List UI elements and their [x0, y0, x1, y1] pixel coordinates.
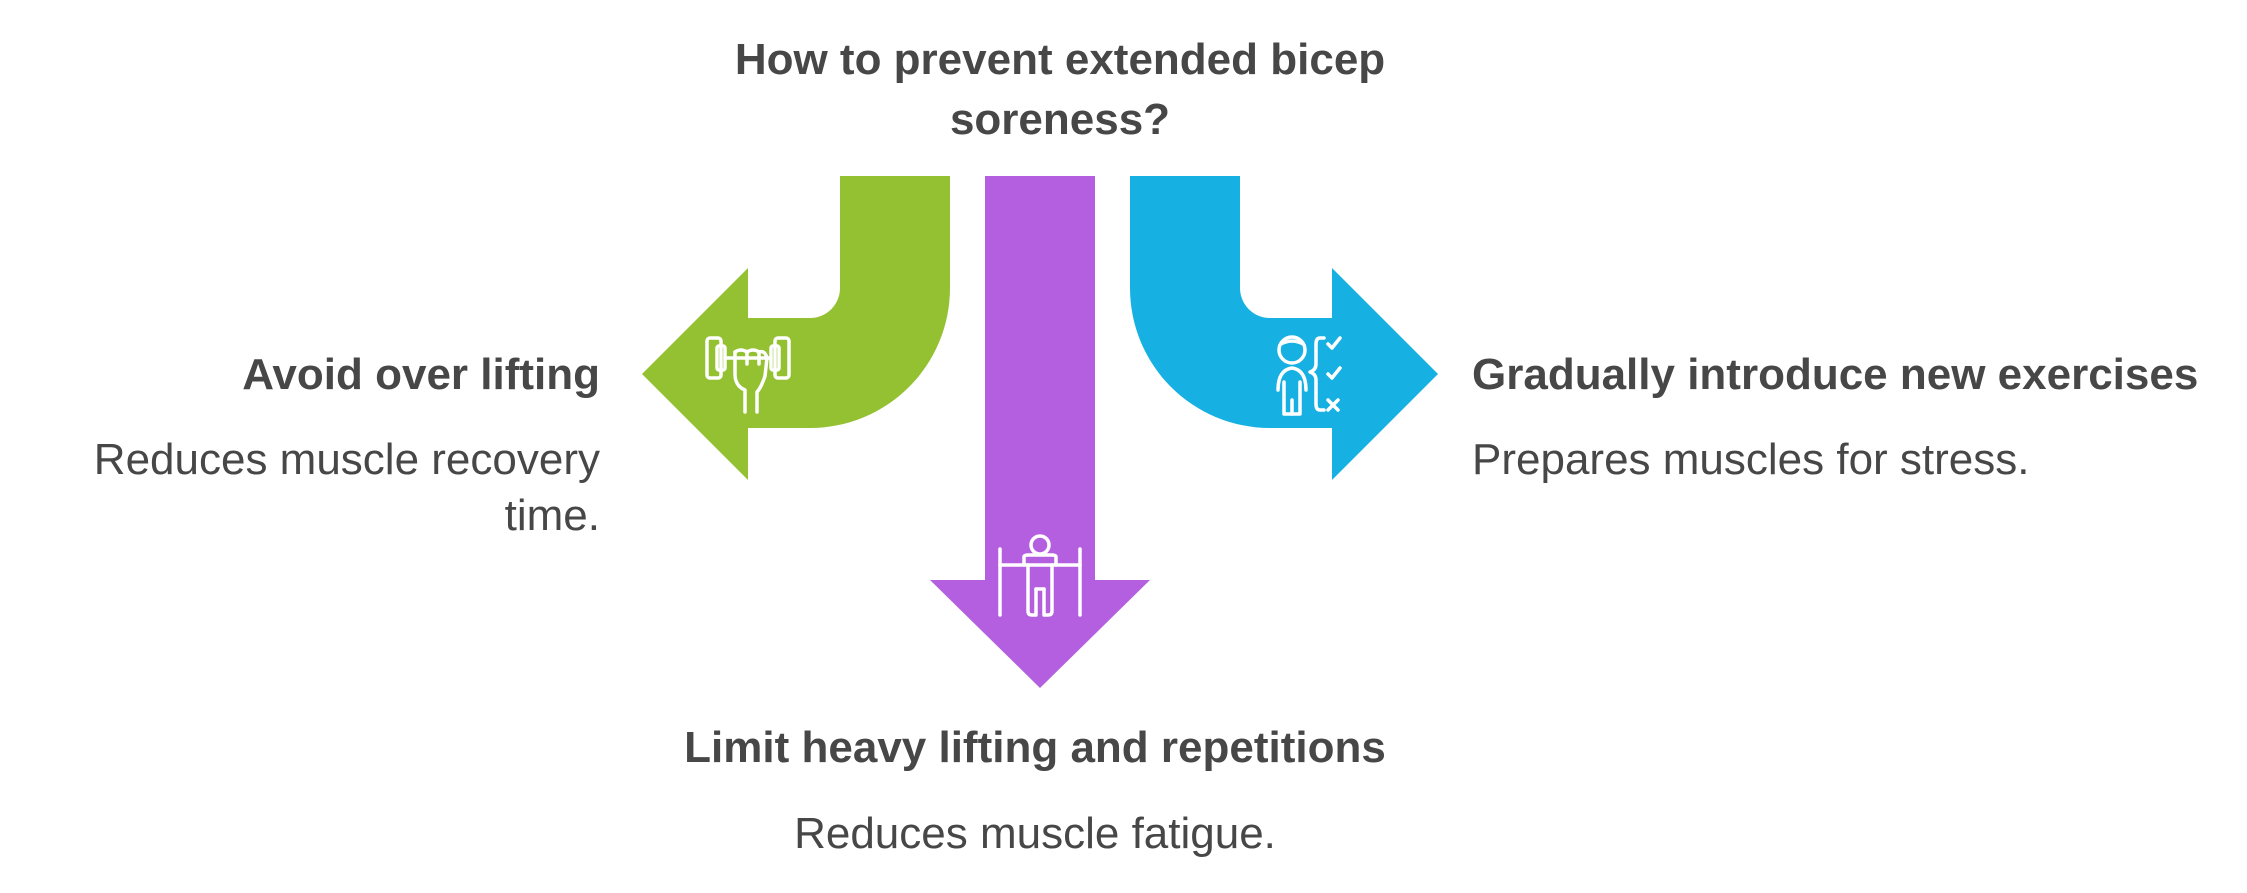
diagram-title: How to prevent extended bicep soreness? [734, 35, 1386, 144]
center-option-heading: Limit heavy lifting and repetitions [684, 723, 1386, 772]
left-option-description: Reduces muscle recovery time. [93, 435, 600, 540]
right-option-description: Prepares muscles for stress. [1472, 435, 2030, 484]
left-arrow [642, 176, 950, 480]
right-option-heading: Gradually introduce new exercises [1472, 350, 2199, 399]
center-arrow [930, 176, 1150, 688]
person-barbell-icon [998, 534, 1082, 617]
right-arrow [1130, 176, 1438, 480]
person-checklist-icon [1276, 335, 1342, 416]
center-option-description: Reduces muscle fatigue. [794, 809, 1276, 858]
left-option-heading: Avoid over lifting [242, 350, 600, 399]
dumbbell-hand-icon [705, 336, 791, 414]
